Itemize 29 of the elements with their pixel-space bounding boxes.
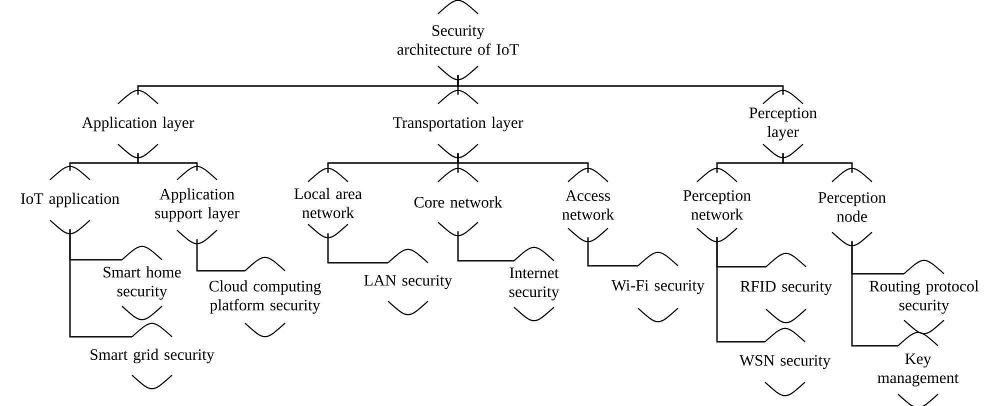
bracketed-label: Security architecture of IoT	[398, 0, 519, 80]
connector-line	[457, 231, 514, 262]
bracketed-label: Key management	[878, 332, 959, 406]
connector-line	[137, 153, 198, 171]
bracketed-label: Access network	[562, 168, 614, 242]
connector-line	[716, 237, 765, 342]
bracketed-label: LAN security	[364, 248, 452, 316]
connector-line	[327, 233, 388, 264]
connector-line	[69, 229, 132, 338]
connector-line	[457, 75, 784, 95]
bracketed-label: RFID security	[740, 252, 832, 324]
bracketed-label: Smart home security	[104, 246, 181, 320]
connector-line	[587, 237, 638, 266]
bracketed-label: Perception node	[818, 168, 886, 246]
connector-line	[782, 153, 853, 173]
bracketed-label: Perception layer	[749, 90, 817, 158]
bracketed-label: Transportation layer	[393, 90, 524, 158]
bracketed-label: IoT application	[21, 166, 120, 234]
bracketed-label: Perception network	[683, 168, 751, 242]
bracketed-label: Internet security	[509, 246, 560, 322]
bracketed-label: Routing protocol security	[870, 260, 979, 334]
bracketed-label: Core network	[414, 168, 502, 236]
bracketed-label: Application layer	[82, 90, 194, 158]
connector-line	[457, 153, 589, 173]
bracketed-label: Application support layer	[155, 166, 240, 244]
connector-line	[851, 241, 898, 346]
bracketed-label: Wi-Fi security	[611, 252, 705, 322]
bracketed-label: WSN security	[739, 328, 831, 396]
bracketed-label: Local area network	[294, 168, 362, 238]
